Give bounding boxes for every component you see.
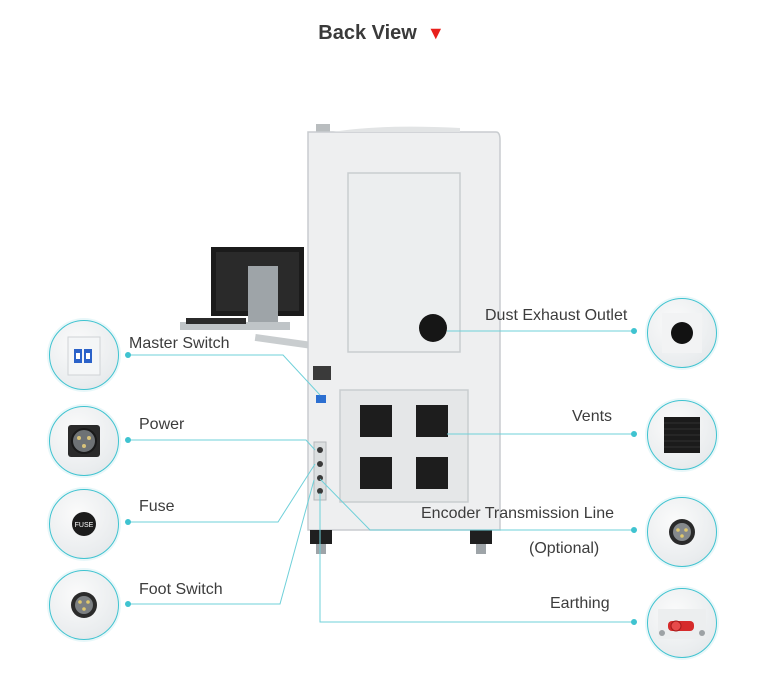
fuse-icon: FUSE xyxy=(49,489,119,559)
power-connector-icon xyxy=(49,406,119,476)
dust-exhaust-label: Dust Exhaust Outlet xyxy=(485,307,628,324)
earthing-terminal-icon xyxy=(647,588,717,658)
foot-switch-connector-icon xyxy=(49,570,119,640)
foot-switch-label: Foot Switch xyxy=(139,581,223,598)
encoder-note-label: (Optional) xyxy=(529,540,600,557)
master-switch-icon xyxy=(49,320,119,390)
vents-icon xyxy=(647,400,717,470)
cabinet xyxy=(307,124,501,554)
monitor-icon xyxy=(180,247,314,349)
leader-lines xyxy=(128,330,634,623)
page-title: Back View ▼ xyxy=(0,22,763,45)
power-label: Power xyxy=(139,416,185,433)
dust-exhaust-outlet-icon xyxy=(647,298,717,368)
encoder-connector-icon xyxy=(647,497,717,567)
encoder-label: Encoder Transmission Line xyxy=(421,505,614,522)
leader-dots xyxy=(125,328,637,625)
vents-label: Vents xyxy=(572,408,613,425)
down-arrow-icon: ▼ xyxy=(426,23,445,43)
earthing-label: Earthing xyxy=(550,595,610,612)
title-text: Back View xyxy=(318,22,417,44)
fuse-label: Fuse xyxy=(139,498,175,515)
master-switch-label: Master Switch xyxy=(129,335,230,352)
fuse-text: FUSE xyxy=(75,522,94,529)
